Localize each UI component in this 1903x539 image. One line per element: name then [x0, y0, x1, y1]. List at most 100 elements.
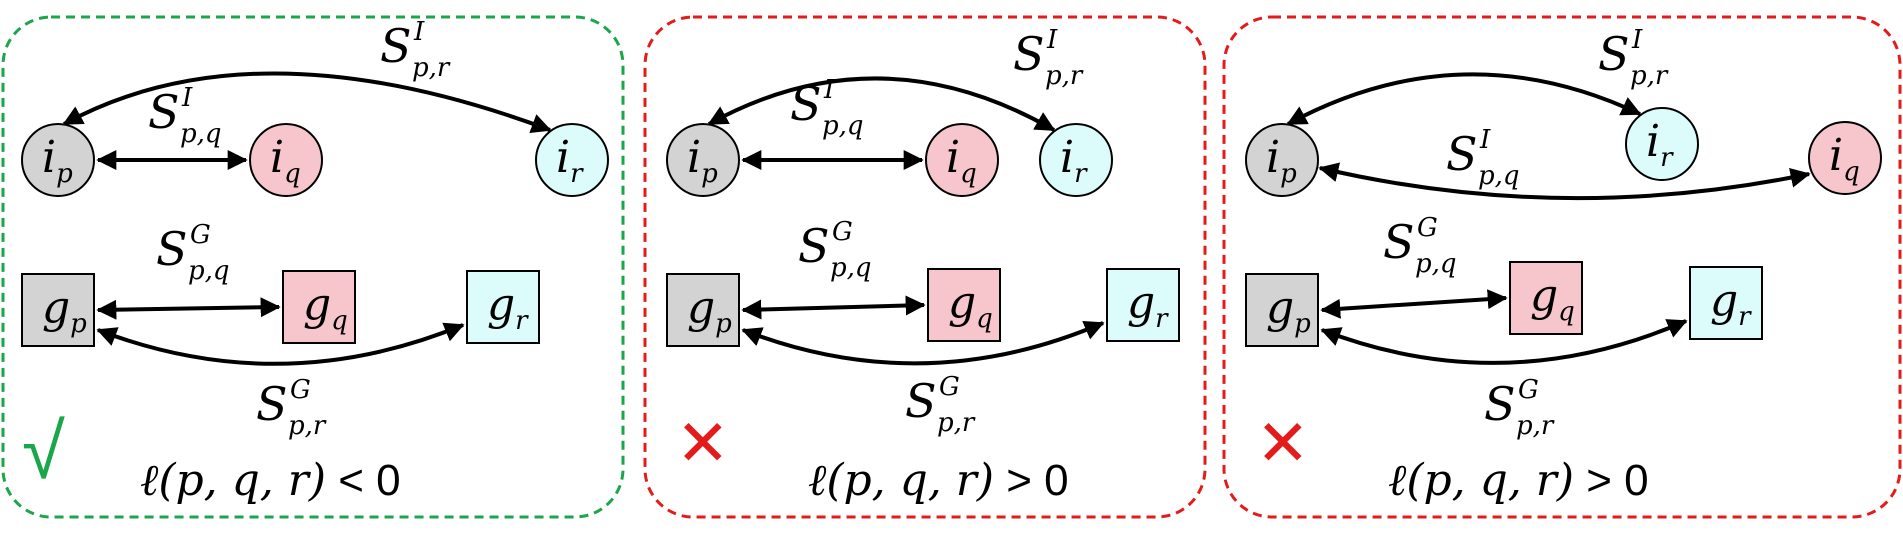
edge-image-pr [707, 76, 1056, 132]
graph-node-p-shape [666, 273, 740, 347]
edge-label-image-pq-base: S [790, 77, 822, 131]
edge-graph-pr [741, 321, 1105, 366]
graph-node-p-label: gp [687, 282, 732, 339]
panel-border [643, 15, 1207, 519]
edge-label-graph-pq-base: S [798, 219, 830, 273]
image-node-p-label: ip [1266, 132, 1297, 189]
image-node-p-shape [666, 123, 740, 197]
graph-node-q-shape [1509, 261, 1583, 335]
image-node-r: ir [1625, 107, 1699, 181]
panel-border [1222, 15, 1902, 519]
image-node-r-shape [1039, 123, 1113, 197]
graph-node-q-shape [927, 268, 1001, 342]
edge-label-image-pr-sub: p,r [412, 53, 451, 83]
edge-label-image-pq-sub: p,q [1478, 161, 1520, 191]
graph-node-q: gq [282, 270, 356, 344]
edge-label-graph-pr-sub: p,r [288, 411, 327, 441]
image-node-q-shape [1808, 121, 1882, 195]
edge-label-image-pq-sup: I [181, 83, 193, 113]
graph-node-q-shape [282, 270, 356, 344]
graph-node-p-label: gp [1266, 282, 1311, 339]
image-node-r-label: ir [556, 132, 584, 189]
image-node-p: ip [666, 123, 740, 197]
edge-label-image-pq-sup: I [823, 75, 835, 105]
edge-label-image-pr-base: S [1598, 27, 1630, 81]
cross-mark-icon: ✕ [1256, 407, 1310, 479]
cross-mark-icon: ✕ [676, 407, 730, 479]
edge-label-image-pq-sup: I [1479, 125, 1491, 155]
edge-graph-pr [96, 322, 465, 366]
graph-node-q: gq [1509, 261, 1583, 335]
edge-label-graph-pq-sub: p,q [830, 253, 872, 283]
edge-graph-pr [1320, 319, 1688, 365]
image-node-p: ip [1245, 123, 1319, 197]
graph-node-r-shape [1106, 268, 1180, 342]
image-node-q-label: iq [1829, 130, 1860, 187]
edge-label-graph-pr-base: S [1484, 377, 1516, 431]
edge-label-image-pr-sub: p,r [1630, 61, 1669, 91]
loss-condition: ℓ(p, q, r) < 0 [140, 455, 401, 506]
edge-label-graph-pr-base: S [256, 377, 288, 431]
edge-label-graph-pq-base: S [156, 222, 188, 276]
graph-node-p-shape [21, 273, 95, 347]
edge-label-graph-pr-sup: G [939, 372, 960, 402]
edge-image-pq [1318, 162, 1811, 201]
edge-label-image-pr-base: S [1013, 27, 1045, 81]
edge-label-graph-pr-sup: G [290, 375, 311, 405]
edge-image-pr [1286, 72, 1642, 126]
edge-graph-pq [96, 297, 281, 320]
edge-label-graph-pq-base: S [1383, 215, 1415, 269]
image-node-p-shape [21, 123, 95, 197]
loss-condition: ℓ(p, q, r) > 0 [1388, 455, 1649, 506]
edge-label-graph-pq-sup: G [1417, 213, 1438, 243]
image-node-q-label: iq [946, 132, 977, 189]
graph-node-p-shape [1245, 273, 1319, 347]
edge-label-image-pr-sup: I [413, 17, 425, 47]
graph-node-q-label: gq [303, 279, 348, 336]
image-node-r-label: ir [1646, 116, 1674, 173]
edge-label-graph-pq-sup: G [832, 217, 853, 247]
image-node-r: ir [535, 123, 609, 197]
edge-label-graph-pq-sub: p,q [1415, 249, 1457, 279]
graph-node-r: gr [1106, 268, 1180, 342]
panel-border [1, 15, 625, 519]
graph-node-r-label: gr [487, 279, 529, 336]
image-node-r-label: ir [1060, 132, 1088, 189]
graph-node-p: gp [21, 273, 95, 347]
edge-image-pr [62, 71, 552, 133]
image-node-p-label: ip [687, 132, 718, 189]
edge-label-image-pq-sub: p,q [180, 119, 222, 149]
graph-node-p-label: gp [42, 282, 87, 339]
edge-label-graph-pq-sub: p,q [188, 256, 230, 286]
graph-node-q-label: gq [948, 277, 993, 334]
image-node-q-shape [925, 123, 999, 197]
edge-label-image-pr-base: S [380, 19, 412, 73]
image-node-q: iq [249, 123, 323, 197]
edge-label-image-pr-sup: I [1631, 25, 1643, 55]
edge-label-graph-pr-sub: p,r [1516, 411, 1555, 441]
image-node-r-shape [1625, 107, 1699, 181]
edge-label-image-pq-base: S [1446, 127, 1478, 181]
graph-node-r-label: gr [1710, 275, 1752, 332]
graph-node-r: gr [1689, 266, 1763, 340]
image-node-q: iq [925, 123, 999, 197]
edge-label-graph-pr-sub: p,r [937, 408, 976, 438]
image-node-p-label: ip [42, 132, 73, 189]
loss-condition: ℓ(p, q, r) > 0 [808, 455, 1069, 506]
image-node-q: iq [1808, 121, 1882, 195]
check-mark-icon: √ [22, 407, 65, 495]
edge-label-graph-pr-sup: G [1518, 375, 1539, 405]
edge-graph-pq [1320, 289, 1508, 319]
